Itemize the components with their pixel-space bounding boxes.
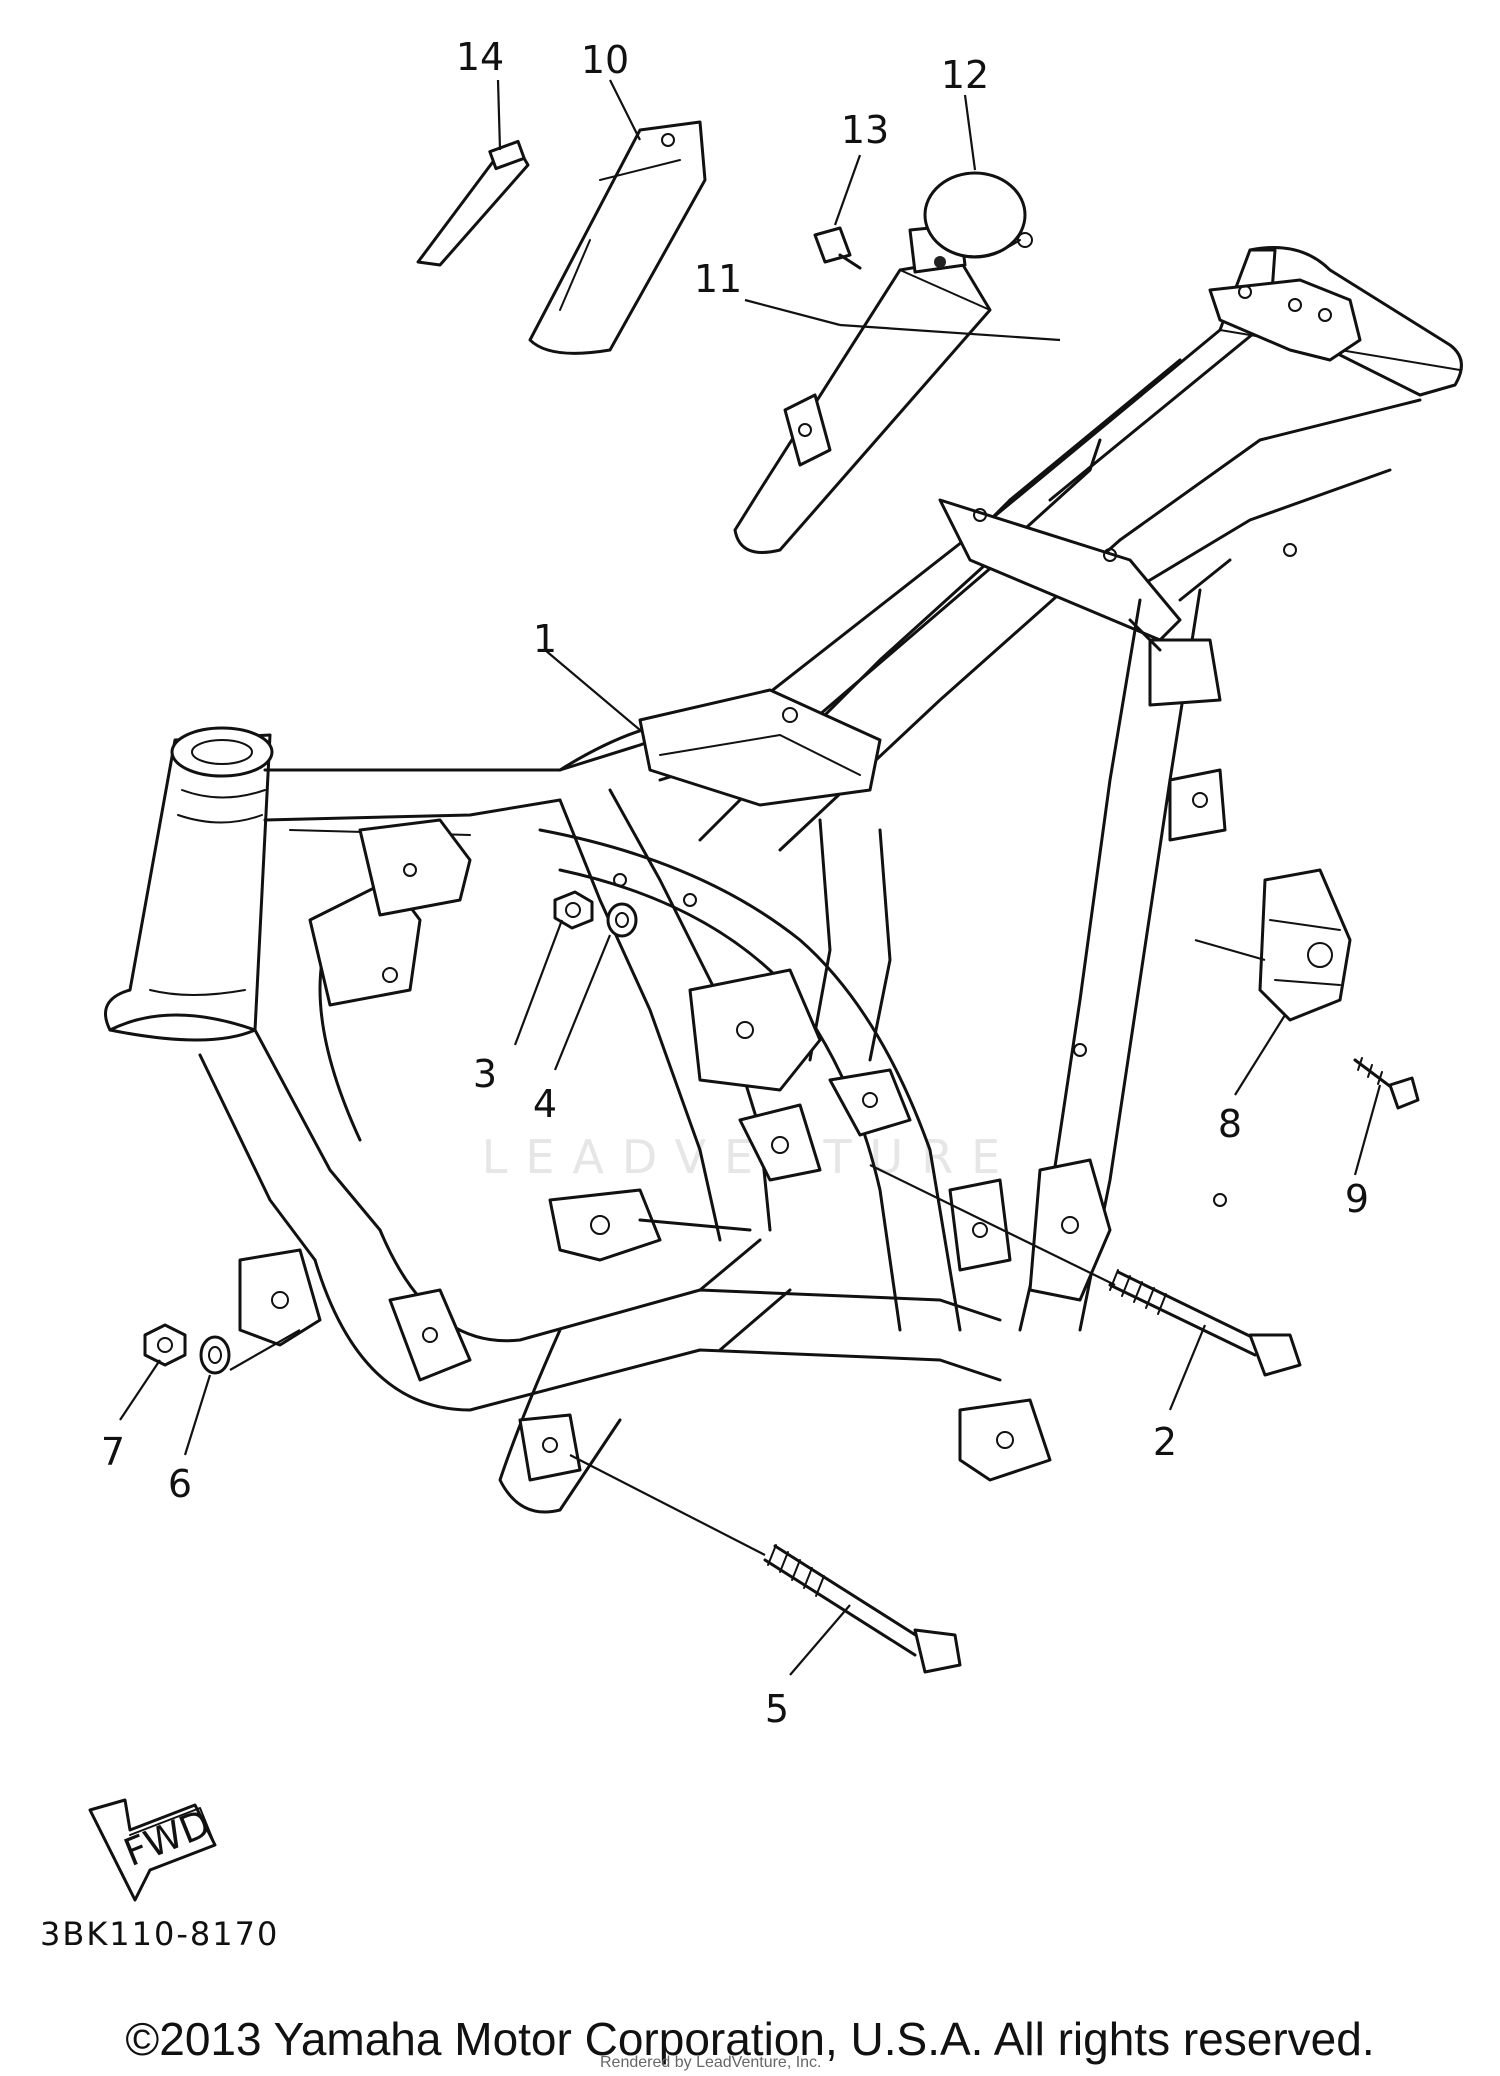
part-13-bolt[interactable] [813,226,862,270]
part-5-bolt[interactable] [763,1544,962,1674]
part-1-frame[interactable] [104,246,1463,1514]
part-6-washer[interactable] [199,1335,231,1375]
callout-6: 6 [168,1462,192,1506]
leader-lines [119,79,1382,1676]
callout-7: 7 [101,1430,125,1474]
callout-5: 5 [765,1687,789,1731]
drawing-code: 3BK110-8170 [40,1915,280,1953]
fwd-arrow-badge: FWD [88,1798,217,1902]
callout-3: 3 [473,1052,497,1096]
part-14-band[interactable] [416,139,530,267]
callout-1: 1 [533,617,557,661]
part-2-bolt[interactable] [1108,1269,1302,1377]
callout-4: 4 [533,1082,557,1126]
part-12-cap[interactable] [923,171,1033,268]
callout-11: 11 [694,257,742,301]
copyright-notice: ©2013 Yamaha Motor Corporation, U.S.A. A… [125,2013,1375,2065]
callout-14: 14 [456,35,504,79]
part-10-cover[interactable] [528,120,707,355]
part-9-screw[interactable] [1353,1057,1420,1110]
part-4-washer[interactable] [606,902,638,938]
callout-13: 13 [841,108,889,152]
part-3-nut[interactable] [553,890,594,930]
rendered-by-note: Rendered by LeadVenture, Inc. [600,2054,822,2071]
callout-8: 8 [1218,1102,1242,1146]
callout-12: 12 [941,53,989,97]
callouts: 1 2 3 4 5 6 7 8 9 10 11 12 13 14 [101,35,1369,1731]
watermark: LEADVENTURE [481,1130,1019,1184]
callout-10: 10 [581,38,629,82]
callout-9: 9 [1345,1177,1369,1221]
part-8-mount[interactable] [1258,868,1352,1022]
part-7-nut[interactable] [143,1323,187,1367]
callout-2: 2 [1153,1420,1177,1464]
